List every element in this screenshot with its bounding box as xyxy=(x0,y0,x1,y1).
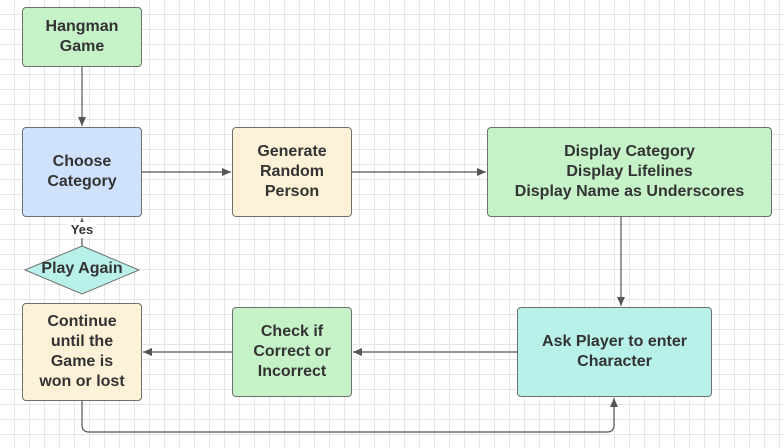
yes-edge-label: Yes xyxy=(67,222,97,238)
choose-category-node: Choose Category xyxy=(22,127,142,217)
continue-until-label: Continue until the Game is won or lost xyxy=(39,313,125,390)
hangman-game-node: Hangman Game xyxy=(22,7,142,67)
display-info-node: Display Category Display Lifelines Displ… xyxy=(487,127,772,217)
continue-until-node: Continue until the Game is won or lost xyxy=(22,303,142,401)
play-again-decision xyxy=(23,245,141,295)
check-correct-node: Check if Correct or Incorrect xyxy=(232,307,352,397)
ask-player-node: Ask Player to enter Character xyxy=(517,307,712,397)
choose-category-label: Choose Category xyxy=(47,153,117,190)
generate-random-person-node: Generate Random Person xyxy=(232,127,352,217)
generate-random-person-label: Generate Random Person xyxy=(257,143,327,200)
play-again-label: Play Again xyxy=(41,260,123,277)
display-info-label: Display Category Display Lifelines Displ… xyxy=(514,143,745,200)
hangman-game-label: Hangman Game xyxy=(45,18,119,55)
check-correct-label: Check if Correct or Incorrect xyxy=(253,323,331,380)
ask-player-label: Ask Player to enter Character xyxy=(542,333,687,370)
arrow-continue-loop-to-ask xyxy=(81,398,618,433)
